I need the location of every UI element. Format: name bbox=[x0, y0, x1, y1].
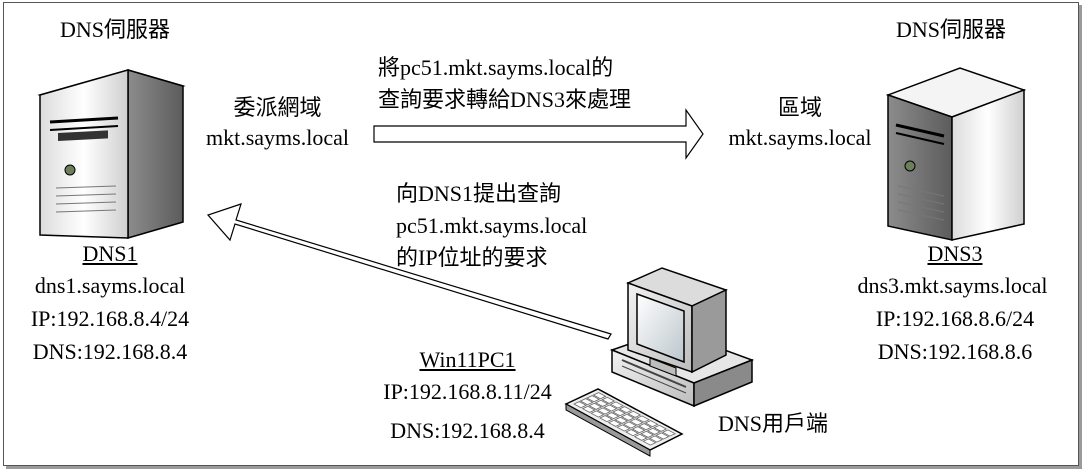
keyboard-key bbox=[599, 415, 613, 423]
keyboard-key bbox=[635, 415, 650, 423]
client-name: Win11PC1 bbox=[419, 347, 516, 372]
dns1-ip: IP:192.168.8.4/24 bbox=[30, 306, 190, 331]
keyboard-key bbox=[653, 424, 668, 432]
keyboard-key bbox=[605, 412, 620, 420]
dns3-zone-label: 區域 bbox=[777, 95, 822, 120]
keyboard-key bbox=[618, 406, 633, 414]
dns1-zone-label: 委派網域 bbox=[233, 95, 322, 120]
query-note-line3: 的IP位址的要求 bbox=[396, 245, 548, 270]
keyboard-key bbox=[586, 395, 600, 403]
keyboard-key bbox=[661, 429, 676, 437]
forward-note-line1: 將pc51.mkt.sayms.local的 bbox=[378, 55, 614, 80]
query-arrow-icon bbox=[206, 203, 612, 340]
forward-arrow-icon bbox=[373, 108, 704, 160]
dns3-role-label: DNS伺服器 bbox=[896, 17, 1007, 42]
query-note-line2: pc51.mkt.sayms.local bbox=[396, 213, 588, 238]
keyboard-key bbox=[627, 410, 642, 418]
query-note-line1: 向DNS1提出查詢 bbox=[396, 181, 562, 206]
dns3-fqdn: dns3.mkt.sayms.local bbox=[857, 273, 1048, 298]
keyboard-key bbox=[612, 409, 626, 417]
keyboard-key bbox=[607, 419, 622, 427]
keyboard-key bbox=[581, 405, 596, 413]
client-dns: DNS:192.168.8.4 bbox=[390, 418, 545, 443]
dns1-role-label: DNS伺服器 bbox=[60, 17, 171, 42]
keyboard-key bbox=[642, 438, 657, 446]
keyboard-key bbox=[573, 401, 587, 409]
desktop-computer-icon bbox=[609, 267, 755, 408]
dns1-zone-name: mkt.sayms.local bbox=[206, 125, 349, 150]
keyboard-key bbox=[603, 404, 618, 412]
keyboard-key bbox=[622, 421, 637, 429]
keyboard-key bbox=[638, 423, 652, 431]
forward-note-line2: 查詢要求轉給DNS3來處理 bbox=[378, 87, 632, 112]
keyboard-key bbox=[616, 424, 631, 432]
keyboard-key bbox=[646, 427, 661, 435]
dns3-zone-name: mkt.sayms.local bbox=[728, 125, 872, 150]
client-role-label: DNS用戶端 bbox=[718, 411, 829, 436]
keyboard-key bbox=[620, 413, 635, 421]
keyboard-key bbox=[644, 420, 659, 428]
keyboard-key bbox=[590, 410, 605, 418]
keyboard-key bbox=[629, 418, 644, 426]
dns1-name: DNS1 bbox=[82, 241, 138, 266]
keyboard-key bbox=[609, 401, 624, 409]
diagram-frame bbox=[3, 2, 1079, 466]
dns3-dns: DNS:192.168.8.6 bbox=[877, 339, 1033, 364]
keyboard-key bbox=[631, 426, 646, 434]
keyboard-key bbox=[633, 433, 648, 441]
keyboard-key bbox=[596, 407, 611, 415]
keyboard-key bbox=[655, 432, 670, 440]
dns3-ip: IP:192.168.8.6/24 bbox=[875, 306, 1035, 331]
keyboard-key bbox=[588, 402, 603, 410]
keyboard-key bbox=[640, 430, 655, 438]
keyboard-icon bbox=[564, 388, 684, 457]
keyboard-key bbox=[614, 416, 629, 424]
dns3-server-icon bbox=[885, 67, 1027, 241]
keyboard-key bbox=[648, 435, 663, 443]
keyboard-key bbox=[601, 396, 616, 404]
dns1-fqdn: dns1.sayms.local bbox=[34, 273, 186, 298]
dns1-dns: DNS:192.168.8.4 bbox=[32, 339, 188, 364]
dns1-server-icon bbox=[37, 69, 186, 239]
dns3-name: DNS3 bbox=[927, 241, 983, 266]
client-ip: IP:192.168.8.11/24 bbox=[383, 379, 552, 404]
keyboard-key bbox=[579, 398, 594, 406]
keyboard-key bbox=[625, 429, 639, 437]
keyboard-key bbox=[592, 392, 607, 400]
keyboard-key bbox=[594, 399, 609, 407]
